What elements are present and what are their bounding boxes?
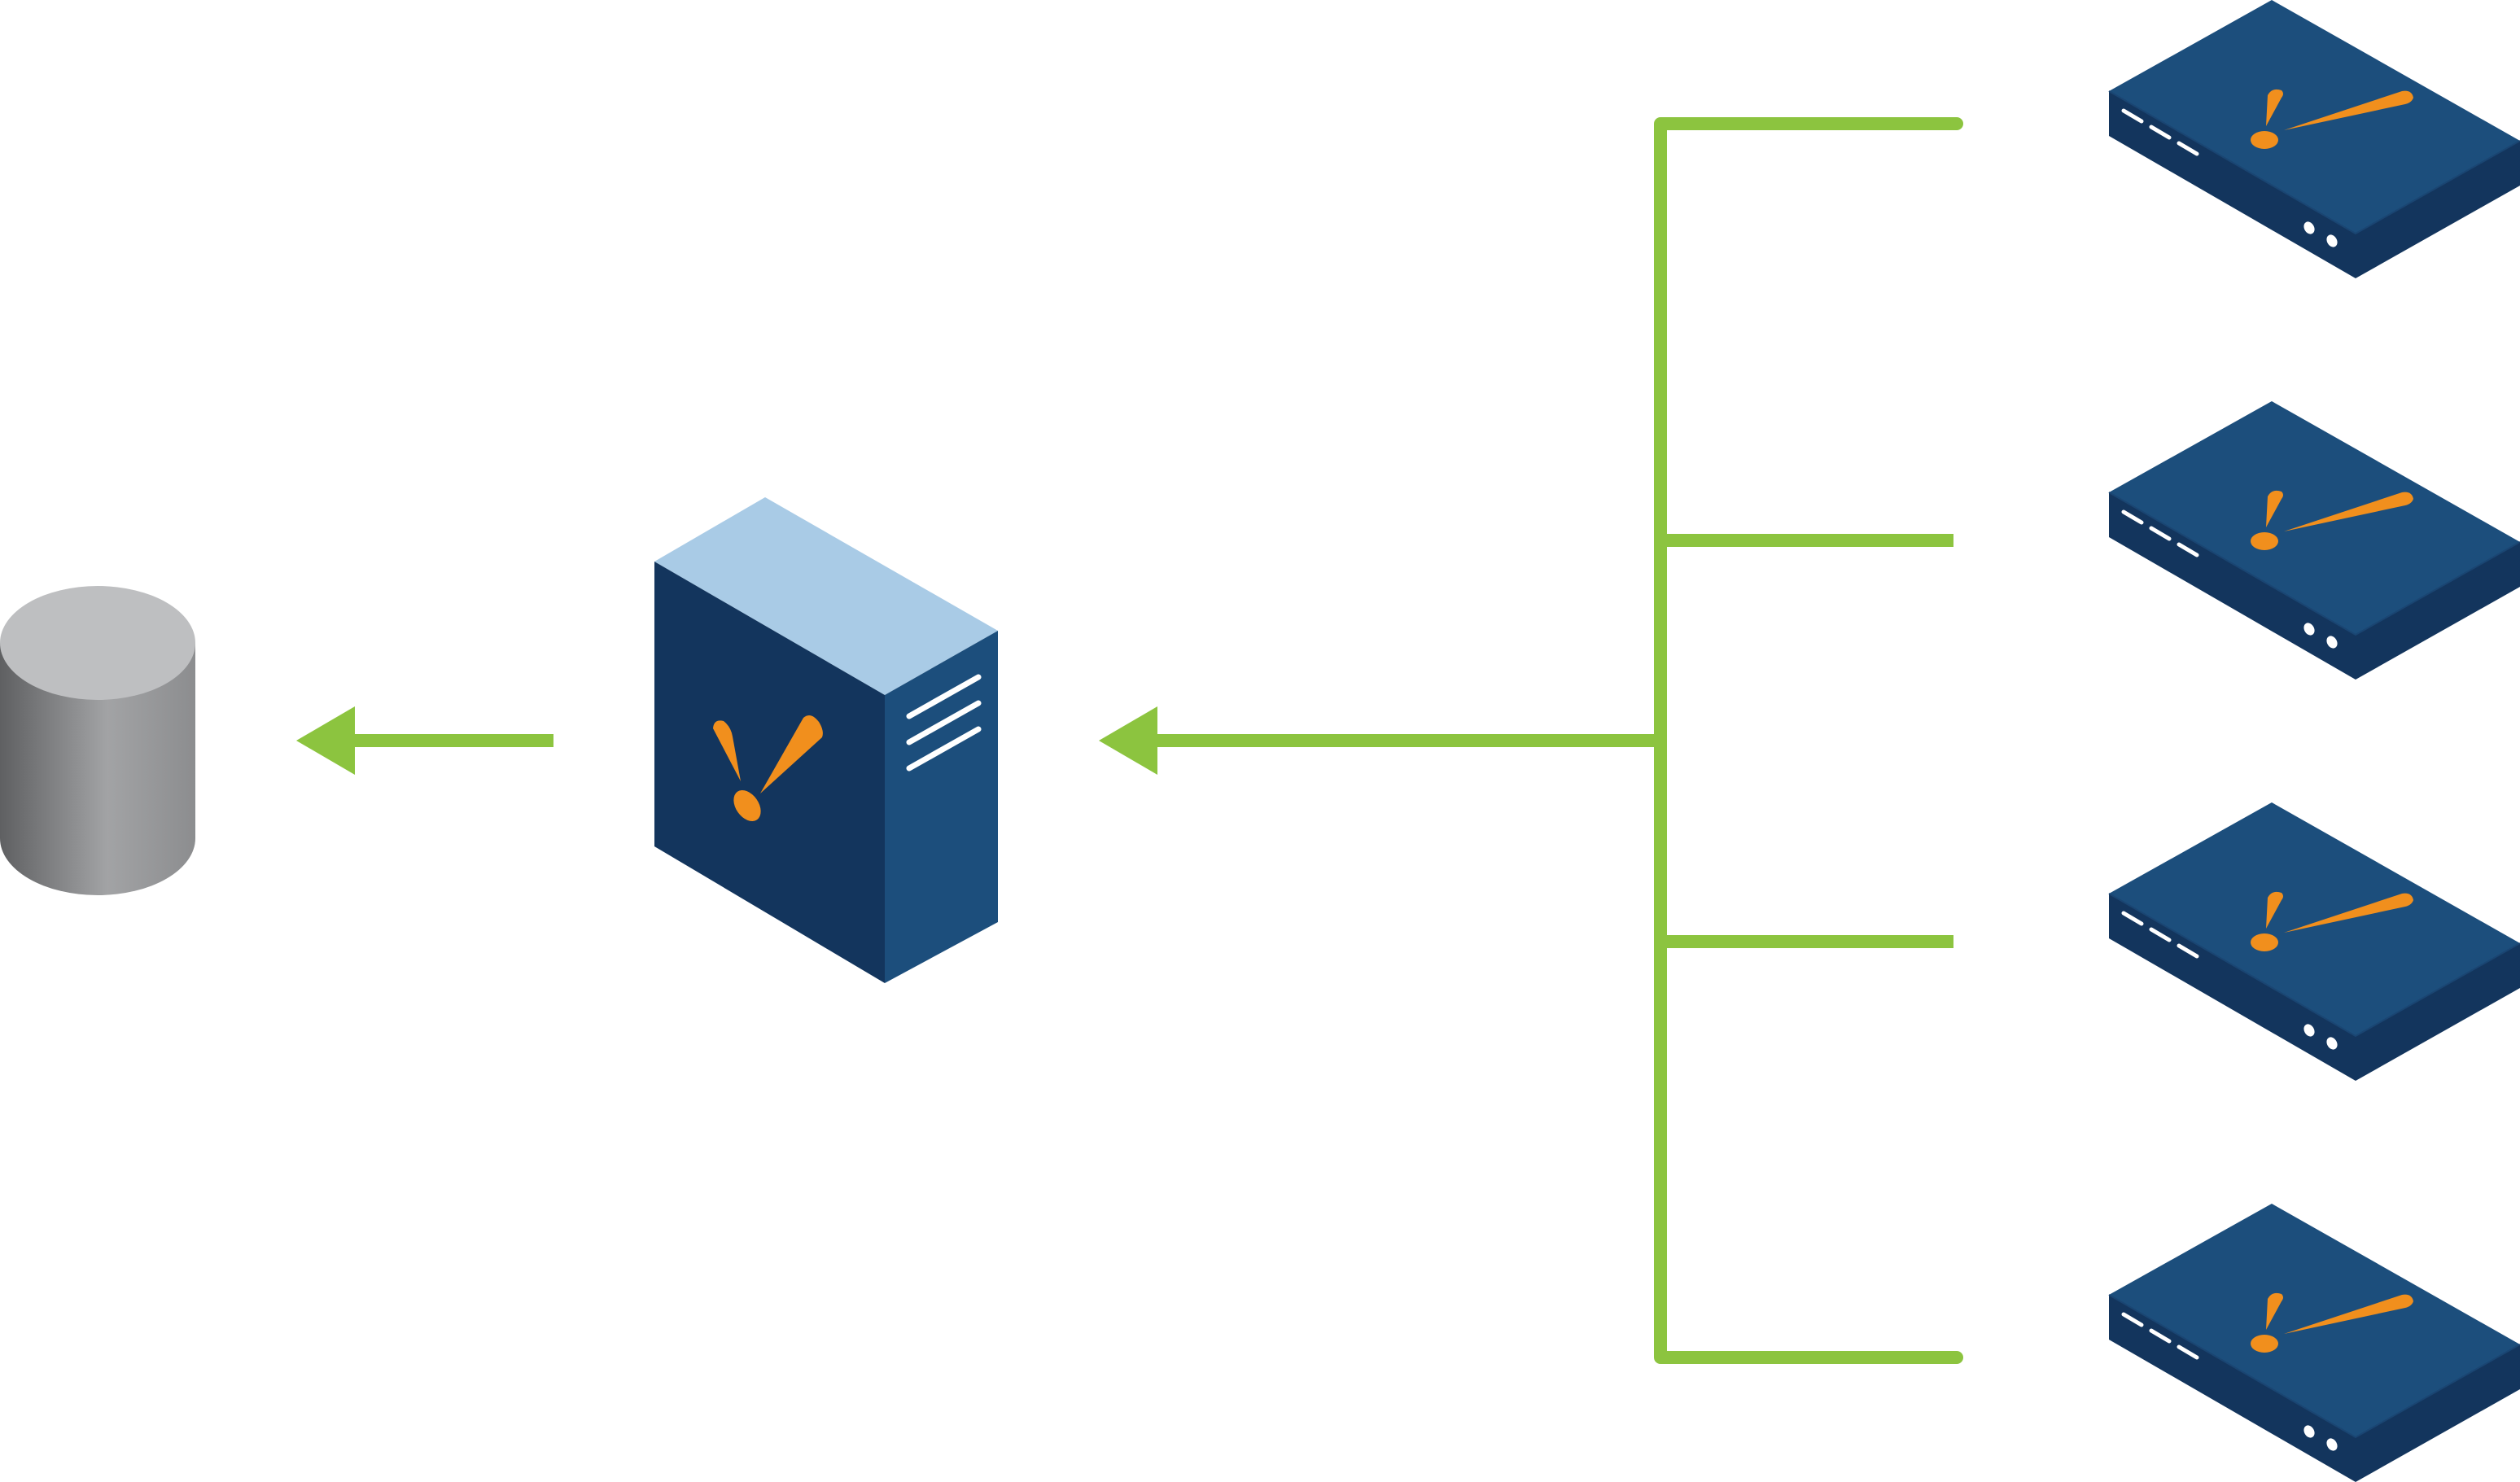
exclamation-logo-icon	[713, 715, 823, 821]
arrowhead-to-server	[1099, 706, 1157, 775]
appliance-3	[2109, 802, 2520, 1081]
appliance-1	[2109, 0, 2520, 278]
server-icon	[654, 497, 998, 983]
connector-bus-to-server	[1099, 706, 1660, 775]
network-appliance-icon	[2109, 1204, 2520, 1482]
database-icon	[0, 586, 195, 895]
network-appliance-icon	[2109, 401, 2520, 680]
connector-server-to-database	[296, 706, 553, 775]
branch-appliance-1	[1654, 117, 1957, 1364]
connector-bus	[1654, 117, 1957, 1364]
network-appliance-icon	[2109, 802, 2520, 1081]
network-appliance-icon	[2109, 0, 2520, 278]
appliance-2	[2109, 401, 2520, 680]
appliance-4	[2109, 1204, 2520, 1482]
arrowhead-to-database	[296, 706, 355, 775]
